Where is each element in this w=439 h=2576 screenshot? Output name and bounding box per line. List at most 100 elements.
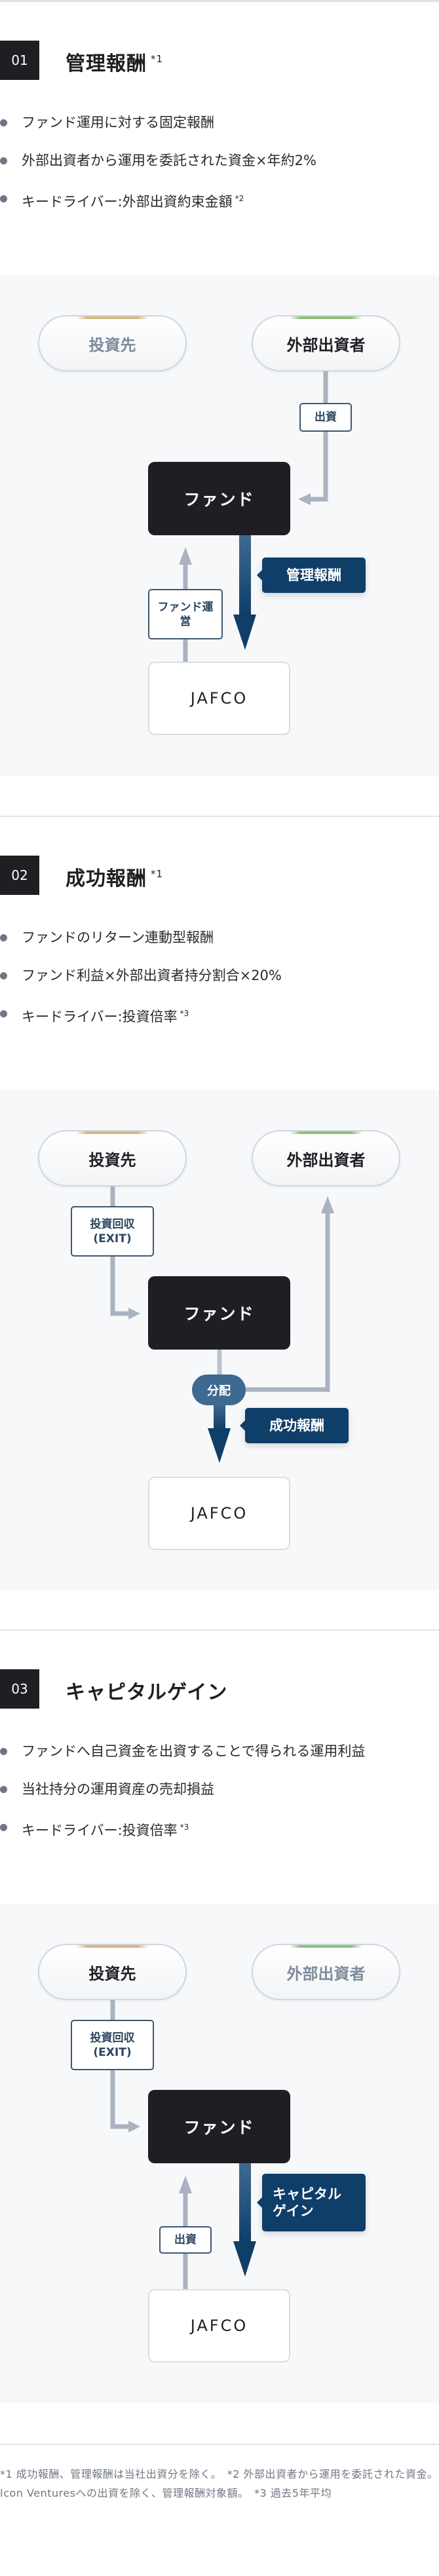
bullet-text: キードライバー:投資倍率 [22, 1009, 178, 1025]
fund-node: ファンド [148, 1276, 290, 1350]
title-text: キャピタルゲイン [66, 1681, 228, 1704]
list-item: ファンドへ自己資金を出資することで得られる運用利益 [0, 1735, 439, 1767]
bullet-text: ファンドへ自己資金を出資することで得られる運用利益 [22, 1743, 366, 1759]
jafco-node: JAFCO [148, 662, 290, 735]
management-fee-arrow-head [233, 615, 256, 650]
bullet-text: ファンド利益×外部出資者持分割合×20% [22, 968, 282, 983]
section-management-fee: 01 管理報酬 *1 ファンド運用に対する固定報酬 外部出資者から運用を委託された… [0, 2, 439, 817]
bullet-text: ファンドのリターン連動型報酬 [22, 930, 214, 945]
bullet-note: *2 [235, 194, 244, 203]
distribution-badge: 分配 [192, 1374, 246, 1405]
label-line: (EXIT) [93, 1232, 132, 1245]
list-item: キードライバー:外部出資約束金額*2 [0, 183, 439, 218]
flow-diagram: 投資先 外部出資者 投資回収(EXIT) ファンド キャピタルゲイン 出資 JA… [0, 1904, 439, 2403]
jafco-node: JAFCO [148, 2289, 290, 2362]
section-title: 管理報酬 *1 [66, 47, 163, 76]
fund-node: ファンド [148, 462, 290, 535]
section-divider [0, 1629, 439, 1631]
jafco-node: JAFCO [148, 1477, 290, 1550]
node-label: 外部出資者 [286, 335, 366, 354]
footnote: *1 成功報酬、管理報酬は当社出資分を除く。 *2 外部出資者から運用を委託され… [0, 2468, 438, 2499]
section-header: 01 管理報酬 *1 [0, 41, 439, 80]
exit-label: 投資回収(EXIT) [71, 2020, 154, 2070]
diagram-arrows [110, 1185, 334, 1463]
section-number-badge: 02 [0, 856, 39, 895]
list-item: キードライバー:投資倍率*3 [0, 1811, 439, 1846]
fund-node: ファンド [148, 2090, 290, 2163]
fund-operation-label: ファンド運営 [148, 589, 223, 639]
list-item: 外部出資者から運用を委託された資金×年約2% [0, 145, 439, 176]
bullet-text: キードライバー:外部出資約束金額 [22, 194, 233, 210]
section-number-badge: 01 [0, 41, 39, 80]
section-capital-gain: 03 キャピタルゲイン ファンドへ自己資金を出資することで得られる運用利益 当社… [0, 1631, 439, 2503]
management-fee-arrow-shaft [239, 535, 251, 615]
title-text: 成功報酬 [66, 867, 147, 890]
section-number-badge: 03 [0, 1669, 39, 1709]
arrow-head-left [298, 493, 311, 505]
green-accent [289, 1945, 363, 1948]
gold-accent [75, 316, 149, 319]
bullet-text: キードライバー:投資倍率 [22, 1823, 178, 1838]
title-note: *1 [151, 53, 164, 65]
list-item: 当社持分の運用資産の売却損益 [0, 1773, 439, 1805]
capital-gain-tag: キャピタルゲイン [257, 2174, 366, 2231]
green-accent [289, 1131, 363, 1134]
investment-label: 出資 [159, 2226, 212, 2254]
green-accent [289, 316, 363, 319]
distribution-to-investor-line [242, 1211, 330, 1392]
label-line: (EXIT) [93, 2045, 132, 2059]
section-divider [0, 816, 439, 817]
section-title: 成功報酬 *1 [66, 862, 163, 891]
arrow-head-right [128, 1308, 140, 1319]
bullet-list: ファンドへ自己資金を出資することで得られる運用利益 当社持分の運用資産の売却損益… [0, 1735, 439, 1846]
capital-gain-arrow-shaft [239, 2163, 251, 2243]
title-note: *1 [151, 868, 164, 880]
bullet-note: *3 [180, 1823, 189, 1832]
arrow-head-up [179, 2176, 192, 2193]
section-divider [0, 2444, 439, 2445]
investee-node: 投資先 [38, 1130, 187, 1186]
diagram-arrows [179, 371, 328, 662]
section-title: キャピタルゲイン [66, 1676, 227, 1705]
capital-gain-arrow-head [233, 2241, 256, 2277]
top-divider [0, 0, 439, 2]
list-item: ファンド利益×外部出資者持分割合×20% [0, 960, 439, 991]
title-text: 管理報酬 [66, 52, 147, 75]
tag-line: ゲイン [273, 2203, 314, 2219]
external-investor-node: 外部出資者 [252, 315, 400, 371]
investee-node: 投資先 [38, 315, 187, 371]
tag-line: キャピタル [273, 2186, 341, 2202]
bullet-text: 当社持分の運用資産の売却損益 [22, 1781, 214, 1797]
node-label: 投資先 [88, 335, 136, 354]
external-investor-node: 外部出資者 [252, 1944, 400, 2000]
node-label: 投資先 [88, 1150, 136, 1169]
performance-fee-arrow-shaft [214, 1403, 225, 1430]
arrow-head-right [128, 2121, 140, 2132]
investee-node: 投資先 [38, 1944, 187, 2000]
bullet-text: 外部出資者から運用を委託された資金×年約2% [22, 153, 316, 168]
section-header: 02 成功報酬 *1 [0, 856, 439, 895]
label-line: 投資回収 [90, 1217, 135, 1231]
arrow-head-up [179, 547, 192, 565]
investment-label: 出資 [299, 403, 352, 432]
exit-label: 投資回収(EXIT) [71, 1206, 154, 1257]
node-label: 外部出資者 [286, 1150, 366, 1169]
bullet-list: ファンド運用に対する固定報酬 外部出資者から運用を委託された資金×年約2% キー… [0, 107, 439, 218]
list-item: キードライバー:投資倍率*3 [0, 998, 439, 1032]
list-item: ファンド運用に対する固定報酬 [0, 107, 439, 138]
section-performance-fee: 02 成功報酬 *1 ファンドのリターン連動型報酬 ファンド利益×外部出資者持分割… [0, 817, 439, 1631]
gold-accent [75, 1945, 149, 1948]
label-line: 投資回収 [90, 2031, 135, 2045]
list-item: ファンドのリターン連動型報酬 [0, 922, 439, 953]
external-investor-node: 外部出資者 [252, 1130, 400, 1186]
bullet-note: *3 [180, 1009, 189, 1018]
gold-accent [75, 1131, 149, 1134]
management-fee-tag: 管理報酬 [257, 558, 366, 593]
investment-line [308, 371, 328, 502]
performance-fee-arrow-head [208, 1428, 231, 1463]
bullet-list: ファンドのリターン連動型報酬 ファンド利益×外部出資者持分割合×20% キードラ… [0, 922, 439, 1032]
section-header: 03 キャピタルゲイン [0, 1669, 439, 1709]
flow-diagram: 投資先 外部出資者 出資 ファンド 管理報酬 ファンド運営 JAFCO [0, 275, 439, 776]
arrow-head-up [321, 1196, 334, 1213]
node-label: 外部出資者 [286, 1964, 366, 1983]
